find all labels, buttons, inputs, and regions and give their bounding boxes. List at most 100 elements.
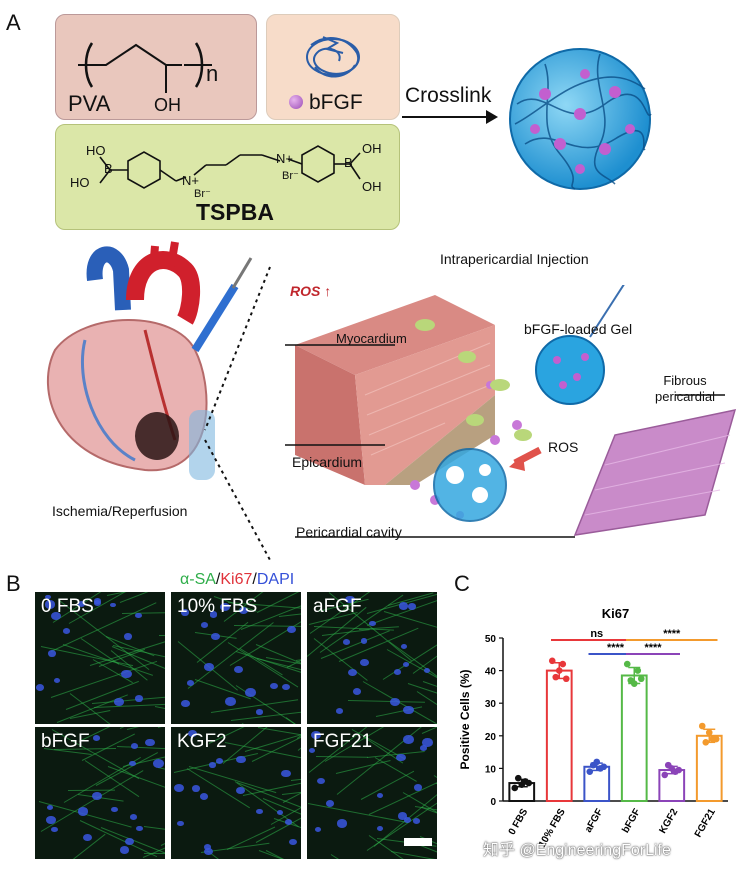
data-point [600, 763, 608, 771]
panel-a-letter: A [6, 10, 21, 35]
actin-fiber [120, 592, 165, 604]
stain-sep-2: / [252, 571, 257, 588]
nucleus [335, 707, 344, 714]
nucleus [277, 809, 284, 815]
pva-structure [78, 42, 212, 93]
y-tick-label: 10 [485, 764, 497, 775]
tspba-br-2: Br⁻ [282, 170, 299, 182]
nucleus [256, 809, 263, 815]
hydrogel-sphere-icon [509, 48, 652, 190]
nucleus [325, 799, 334, 807]
actin-fiber [143, 825, 165, 840]
tspba-oh-1: OH [362, 141, 382, 156]
nucleus [93, 599, 101, 606]
bfgf-gel-label: bFGF-loaded Gel [524, 321, 633, 337]
bfgf-label: bFGF [309, 91, 363, 114]
nucleus [134, 612, 142, 619]
pva-box: n PVA OH [55, 14, 257, 120]
nucleus [413, 783, 423, 791]
stain-legend: α-SA/Ki67/DAPI [180, 571, 294, 589]
nucleus [376, 792, 384, 798]
nucleus [130, 743, 139, 749]
nucleus [134, 694, 144, 702]
actin-fiber [119, 727, 158, 729]
bfgf-protein-icon [306, 36, 360, 78]
data-point [514, 774, 522, 782]
nucleus [46, 804, 53, 810]
nucleus [317, 778, 325, 785]
nucleus [92, 735, 101, 741]
nucleus [129, 761, 136, 767]
nucleus [421, 738, 433, 747]
micrograph-label: KGF2 [177, 731, 227, 752]
nucleus [44, 594, 51, 600]
nucleus [62, 628, 71, 635]
crosslink-arrow-icon [402, 110, 498, 124]
actin-fiber [307, 803, 408, 824]
nucleus [51, 612, 62, 621]
data-point [661, 771, 669, 779]
crosslink-label: Crosslink [405, 84, 492, 107]
scale-bar [404, 838, 432, 846]
actin-fiber [155, 705, 165, 724]
actin-fiber [291, 768, 301, 782]
ros-label: ROS [548, 439, 579, 455]
nucleus [424, 667, 431, 673]
data-point [552, 673, 560, 681]
micrograph-label: FGF21 [313, 731, 373, 752]
data-point [525, 779, 533, 787]
nucleus [173, 784, 184, 793]
nucleus [119, 846, 130, 855]
nucleus [181, 609, 190, 616]
tspba-b-2: B [344, 155, 353, 170]
actin-fiber [144, 852, 165, 855]
actin-fiber [159, 634, 165, 636]
nucleus [176, 820, 184, 827]
nucleus [215, 758, 223, 765]
bar [545, 669, 573, 802]
nucleus [224, 697, 236, 706]
nucleus [129, 814, 137, 820]
significance-label: **** [644, 642, 662, 654]
nucleus [204, 663, 214, 672]
micrograph-tile: KGF2 [171, 727, 301, 859]
nucleus [181, 700, 190, 707]
actin-fiber [331, 854, 382, 859]
nucleus [111, 806, 119, 813]
nucleus [203, 847, 214, 856]
panel-c-letter: C [454, 571, 470, 596]
nucleus [53, 678, 60, 684]
nucleus [281, 683, 290, 691]
tspba-label: TSPBA [196, 199, 274, 225]
nucleus [200, 621, 209, 628]
actin-fiber [40, 769, 144, 832]
nucleus [36, 684, 45, 691]
micrograph-label: 0 FBS [41, 596, 94, 617]
fibrous-label: Fibrous pericardial [655, 373, 715, 404]
data-point [634, 667, 642, 674]
nucleus [270, 682, 279, 690]
data-point [698, 722, 706, 730]
data-point [562, 675, 570, 683]
nucleus [145, 738, 155, 747]
nucleus [314, 827, 322, 833]
x-tick-label: aFGF [583, 807, 605, 835]
nucleus [245, 688, 256, 697]
nucleus [398, 602, 409, 610]
tspba-ho-1: HO [86, 143, 106, 158]
bar [620, 674, 648, 802]
actin-fiber [158, 767, 165, 794]
nucleus [369, 621, 376, 627]
actin-fiber [316, 756, 369, 758]
nucleus [343, 639, 351, 645]
bfgf-box: bFGF [266, 14, 400, 120]
data-point [511, 784, 519, 792]
x-tick-label: bFGF [620, 807, 643, 835]
tspba-n-plus-2: N+ [276, 151, 293, 166]
y-tick-label: 20 [485, 732, 497, 743]
actin-fiber [92, 696, 165, 704]
nucleus [396, 753, 406, 762]
y-tick-label: 30 [485, 699, 497, 710]
data-point [637, 675, 645, 683]
nucleus [288, 838, 297, 846]
